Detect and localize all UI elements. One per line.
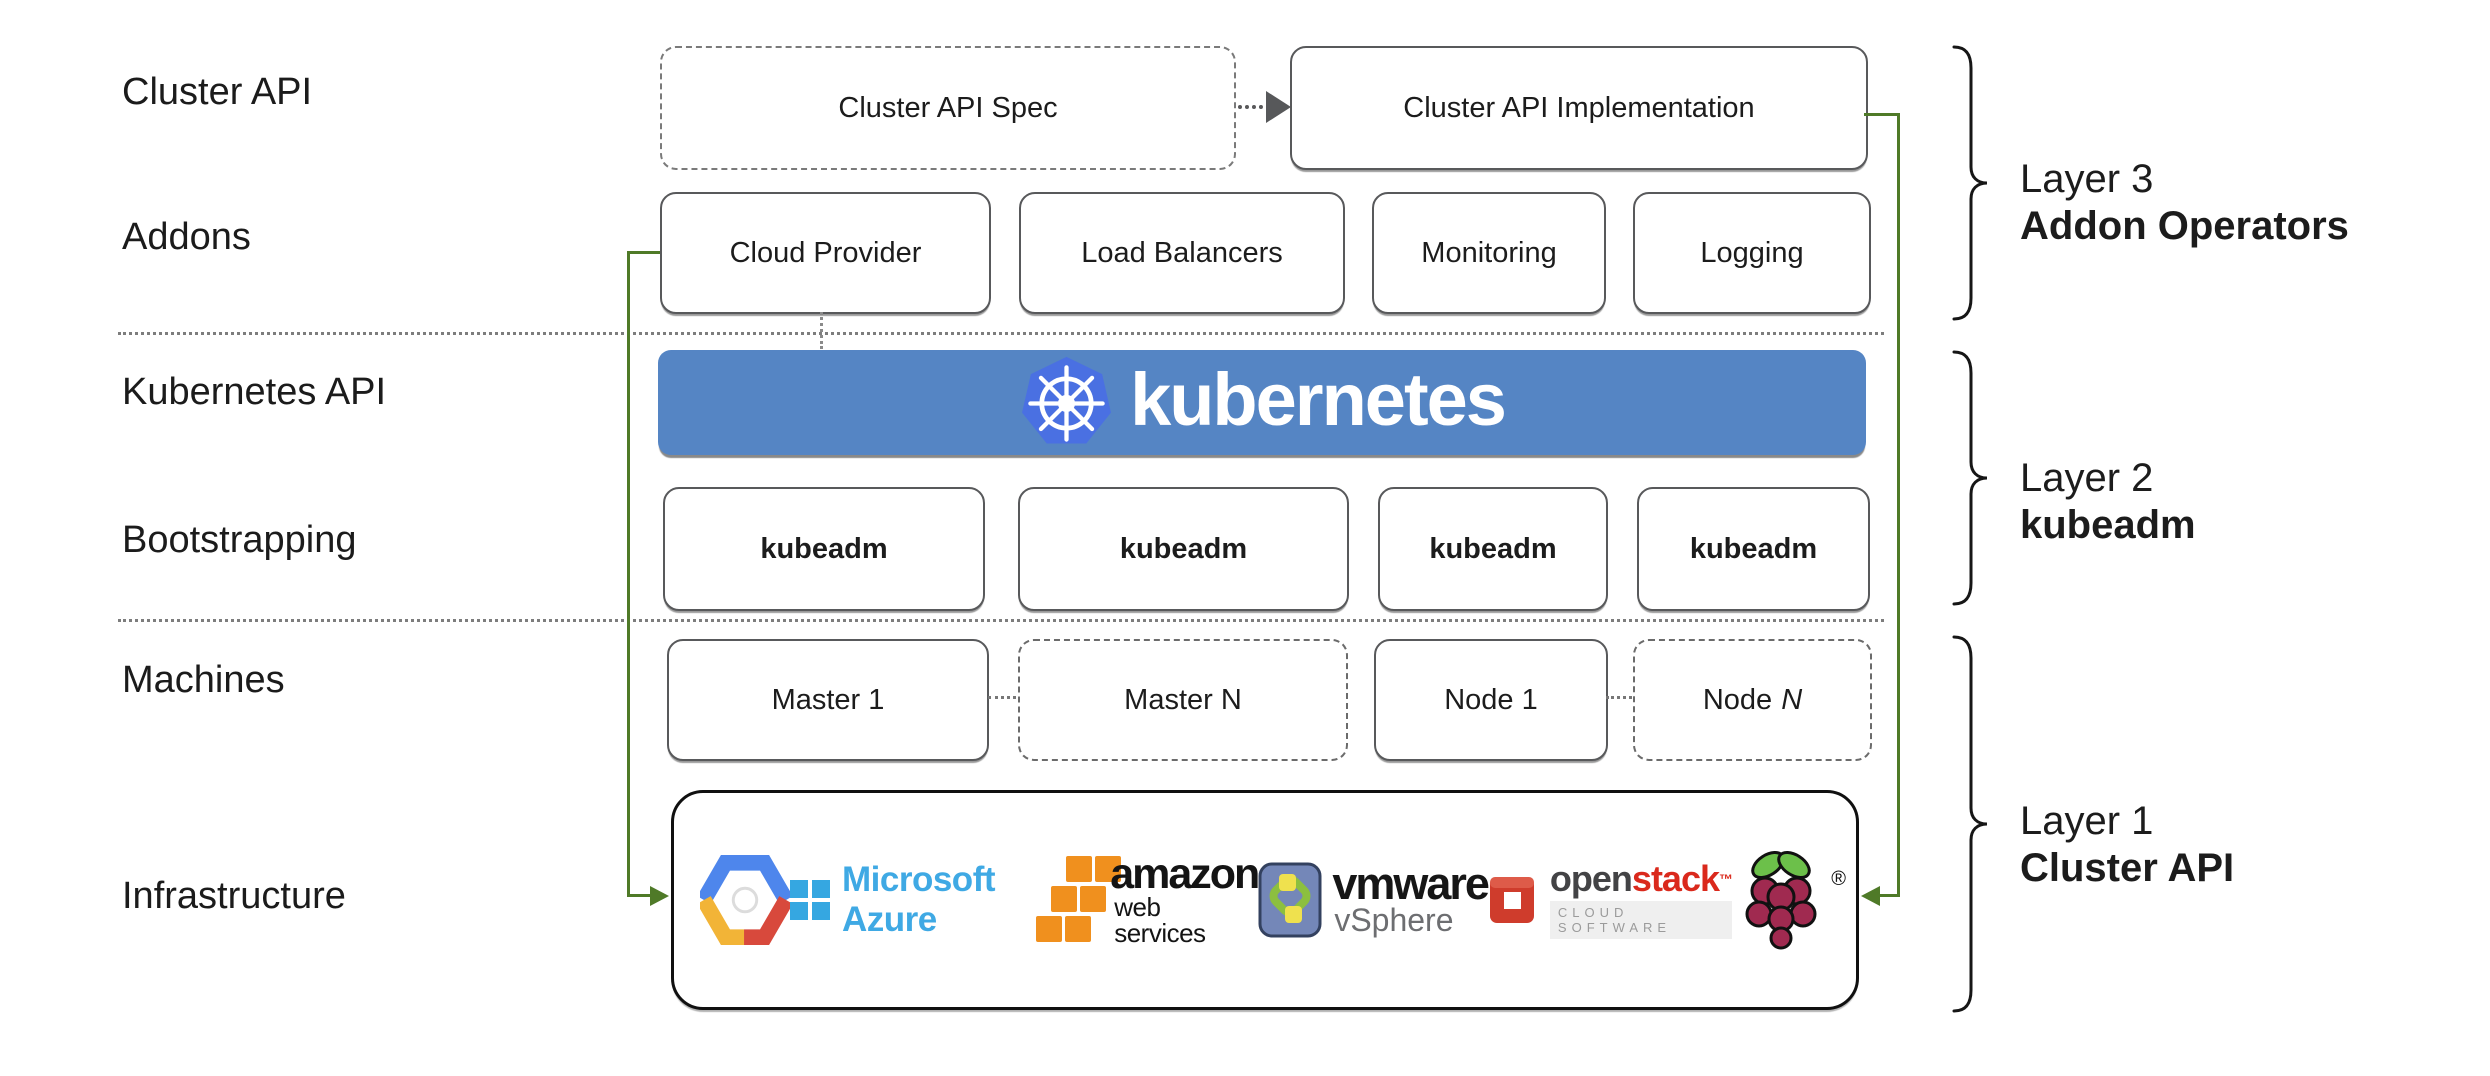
layer3-label: Layer 3 Addon Operators [2020, 156, 2349, 250]
microsoft-azure-logo: Microsoft Azure [790, 860, 1036, 940]
kubeadm-box-4: kubeadm [1637, 487, 1870, 611]
addon-box-cloud-provider: Cloud Provider [660, 192, 991, 314]
green-connector-right-top-stub [1864, 113, 1900, 116]
master1-to-mastern-dotted-line [988, 696, 1016, 699]
master-1-label: Master 1 [771, 683, 885, 716]
cloud-provider-to-kubernetes-dotted-line [820, 312, 823, 349]
web-services-label: web services [1114, 892, 1206, 948]
layer2-label: Layer 2 kubeadm [2020, 455, 2196, 549]
openstack-tagline: CLOUD SOFTWARE [1549, 900, 1732, 939]
layer3-subtitle: Addon Operators [2020, 204, 2349, 248]
kubeadm-label-4: kubeadm [1689, 532, 1818, 565]
google-cloud-logo-icon [700, 855, 790, 945]
openstack-tm: ™ [1719, 870, 1733, 887]
spec-to-implementation-arrowhead-icon [1266, 91, 1291, 123]
vsphere-icon [1258, 862, 1322, 938]
green-connector-left-bottom-stub [627, 894, 651, 897]
machine-box-node-1: Node 1 [1374, 639, 1608, 761]
machine-box-master-1: Master 1 [667, 639, 989, 761]
load-balancers-label: Load Balancers [1081, 236, 1283, 269]
cloud-provider-label: Cloud Provider [729, 236, 922, 269]
cluster-api-spec-box: Cluster API Spec [660, 46, 1236, 170]
openstack-open-label: open [1549, 857, 1633, 899]
kubernetes-banner: kubernetes [658, 350, 1866, 455]
layer3-title: Layer 3 [2020, 157, 2154, 201]
kubeadm-label-3: kubeadm [1429, 532, 1557, 565]
openstack-stack-label: stack [1631, 857, 1720, 899]
openstack-icon [1488, 873, 1538, 927]
green-connector-right-vertical [1897, 113, 1900, 897]
node-n-label-suffix: N [1781, 683, 1803, 716]
cluster-api-implementation-box: Cluster API Implementation [1290, 46, 1868, 170]
windows-flag-icon [790, 880, 830, 920]
row-label-kubernetes-api: Kubernetes API [122, 371, 387, 413]
node-1-label: Node 1 [1444, 683, 1538, 716]
openstack-logo: openstack™ CLOUD SOFTWARE [1488, 860, 1733, 939]
kubeadm-box-1: kubeadm [663, 487, 985, 611]
layer2-subtitle: kubeadm [2020, 503, 2196, 547]
kubeadm-label-2: kubeadm [1119, 532, 1248, 565]
addon-box-logging: Logging [1633, 192, 1871, 314]
layer1-brace [1950, 634, 1990, 1014]
row-label-addons: Addons [122, 216, 251, 258]
layer1-title: Layer 1 [2020, 799, 2154, 843]
layer1-label: Layer 1 Cluster API [2020, 798, 2234, 892]
master-n-label: Master N [1124, 683, 1242, 716]
layer2-title: Layer 2 [2020, 456, 2154, 500]
aws-logo: amazon web services [1036, 850, 1260, 948]
kubernetes-logo-icon [1019, 355, 1114, 450]
row-label-infrastructure: Infrastructure [122, 875, 346, 917]
green-connector-right-bottom-stub [1880, 894, 1900, 897]
green-arrowhead-right-icon [1861, 886, 1880, 906]
cluster-api-implementation-label: Cluster API Implementation [1403, 91, 1755, 124]
vsphere-label: vSphere [1334, 902, 1454, 938]
cluster-api-spec-label: Cluster API Spec [838, 91, 1058, 124]
row-label-bootstrapping: Bootstrapping [122, 519, 357, 561]
aws-cubes-icon [1036, 856, 1124, 944]
azure-label: Microsoft Azure [842, 860, 996, 939]
amazon-label: amazon [1110, 850, 1260, 898]
green-connector-left-top-stub [627, 251, 660, 254]
separator-layer3-layer2 [118, 332, 1884, 335]
layer3-brace [1950, 44, 1990, 322]
kubernetes-wordmark: kubernetes [1130, 358, 1507, 441]
machine-box-master-n: Master N [1018, 639, 1348, 761]
node-n-label: Node [1702, 683, 1773, 716]
addon-box-load-balancers: Load Balancers [1019, 192, 1345, 314]
logging-label: Logging [1700, 236, 1804, 269]
monitoring-label: Monitoring [1421, 236, 1557, 269]
green-connector-left-vertical [627, 251, 630, 897]
kubeadm-label-1: kubeadm [760, 532, 888, 565]
kubeadm-box-3: kubeadm [1378, 487, 1608, 611]
layer1-subtitle: Cluster API [2020, 846, 2235, 890]
layer2-brace [1950, 349, 1990, 607]
vmware-label: vmware [1332, 858, 1490, 909]
kubeadm-box-2: kubeadm [1018, 487, 1349, 611]
node1-to-noden-dotted-line [1606, 696, 1632, 699]
spec-to-implementation-dotted-line [1238, 105, 1270, 109]
vmware-vsphere-logo: vmware vSphere [1258, 858, 1490, 938]
addon-box-monitoring: Monitoring [1372, 192, 1606, 314]
row-label-cluster-api: Cluster API [122, 71, 313, 113]
separator-layer2-layer1 [118, 619, 1884, 622]
green-arrowhead-left-icon [650, 886, 669, 906]
row-label-machines: Machines [122, 659, 285, 701]
raspberry-pi-logo-icon: ® [1732, 846, 1846, 954]
raspberry-registered-mark: ® [1831, 868, 1846, 890]
infrastructure-box: Microsoft Azure amazon web services [671, 790, 1859, 1010]
